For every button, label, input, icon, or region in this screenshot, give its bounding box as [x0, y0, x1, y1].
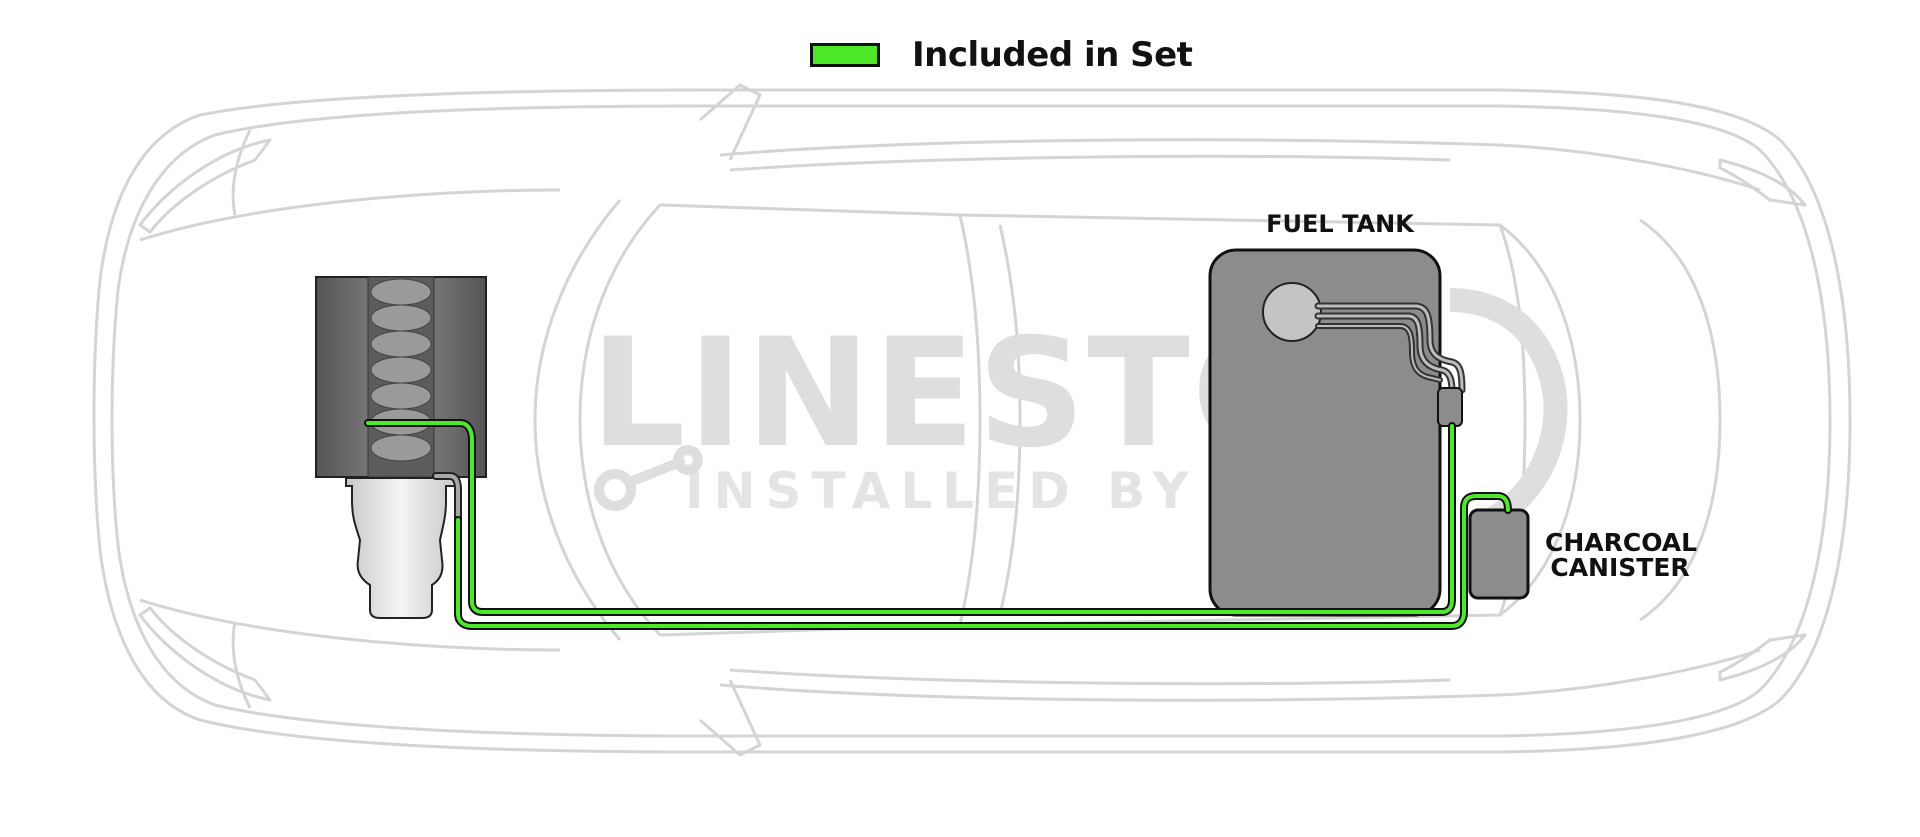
charcoal-canister: [1468, 508, 1530, 600]
watermark-tagline: INSTALLED BY A: [685, 462, 1275, 520]
canister-label-line1: CHARCOAL: [1545, 528, 1698, 557]
fuel-tank: [1208, 248, 1442, 617]
transmission: [345, 477, 457, 619]
legend-swatch: [810, 43, 880, 67]
watermark-brand: LINESTO: [590, 307, 1321, 481]
legend: Included in Set: [810, 30, 1193, 80]
canister-label-line2: CANISTER: [1550, 553, 1690, 582]
watermark: LINESTO INSTALLED BY A: [590, 288, 1568, 531]
watermark-arc: [1449, 288, 1568, 531]
charcoal-canister-label: CHARCOAL CANISTER: [1545, 528, 1698, 582]
car-outline: [92, 83, 1852, 757]
legend-label: Included in Set: [912, 35, 1193, 75]
fuel-filter: [1437, 387, 1463, 427]
included-fuel-lines: [364, 419, 1512, 630]
wrench-icon: [594, 445, 703, 511]
engine: [315, 276, 487, 478]
tank-lines: [1314, 302, 1466, 396]
engine-return-line: [432, 472, 462, 524]
fuel-tank-label: FUEL TANK: [1266, 210, 1414, 238]
fuel-pump-module: [1262, 282, 1322, 342]
